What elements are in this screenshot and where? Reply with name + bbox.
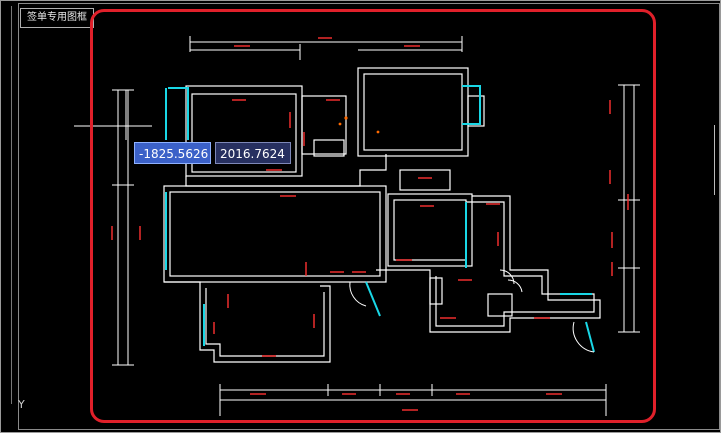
drawing-frame-border [18, 3, 720, 430]
highlight-box [90, 9, 656, 423]
annotation-markers [338, 116, 380, 134]
window-openings [165, 85, 595, 353]
dimension-lines [112, 36, 640, 416]
floor-plan-walls [163, 67, 601, 363]
coordinate-x-input[interactable]: -1825.5626 [134, 142, 211, 164]
side-frame-line [11, 6, 12, 404]
coordinate-y-input[interactable]: 2016.7624 [215, 142, 291, 164]
crosshair-cursor [74, 90, 152, 140]
ucs-axis-icon: Y [18, 398, 25, 411]
scroll-edge-marker [714, 125, 718, 195]
door-swings [349, 269, 595, 353]
dimension-text-marks [111, 37, 629, 411]
